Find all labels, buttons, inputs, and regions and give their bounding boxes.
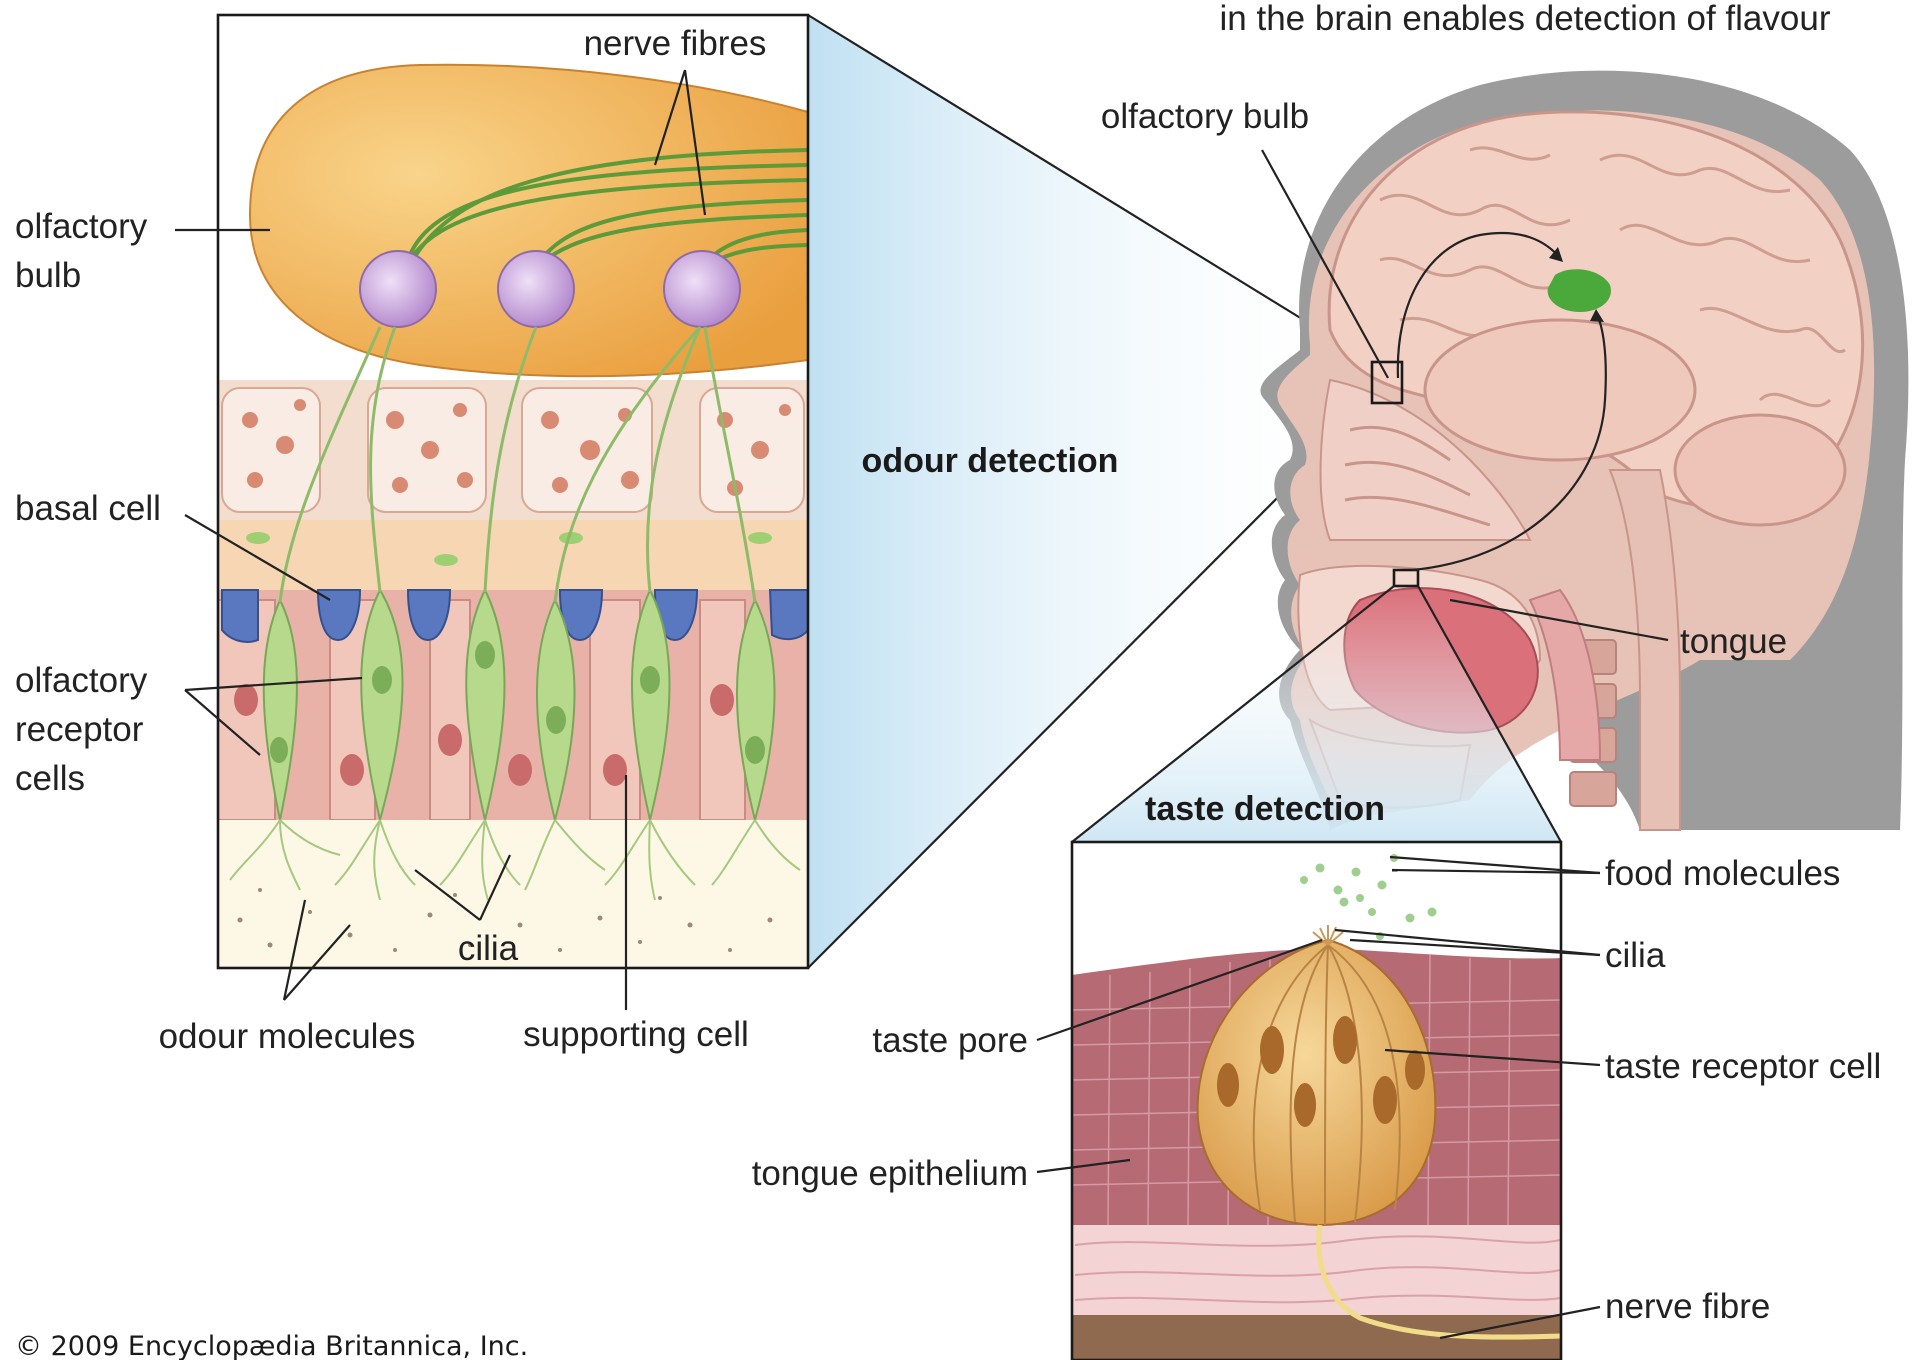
label-cilia-taste: cilia <box>1605 936 1666 975</box>
label-food-molecules: food molecules <box>1605 854 1840 893</box>
bulb-neuron-3 <box>664 251 740 327</box>
label-tongue-epithelium: tongue epithelium <box>752 1154 1028 1193</box>
label-odour-molecules: odour molecules <box>159 1017 416 1056</box>
label-tongue: tongue <box>1680 622 1787 661</box>
bulb-neuron-2 <box>498 251 574 327</box>
temporal-lobe <box>1425 320 1695 460</box>
label-nerve-fibre: nerve fibre <box>1605 1287 1770 1326</box>
taste-detection-title: taste detection <box>1145 790 1385 828</box>
caption-top: in the brain enables detection of flavou… <box>1220 0 1831 38</box>
label-nerve-fibres: nerve fibres <box>584 24 767 63</box>
lamina-propria <box>218 520 808 590</box>
label-taste-receptor-cell: taste receptor cell <box>1605 1047 1881 1086</box>
label-receptor-line1: olfactory <box>15 661 148 700</box>
cerebellum <box>1675 415 1845 525</box>
label-taste-pore: taste pore <box>872 1021 1028 1060</box>
bulb-neuron-1 <box>360 251 436 327</box>
label-receptor-line3: cells <box>15 759 85 798</box>
taste-panel <box>1072 842 1561 1360</box>
odour-detection-title: odour detection <box>862 442 1119 480</box>
label-basal-cell: basal cell <box>15 489 161 528</box>
label-olfactory-bulb-head: olfactory bulb <box>1101 97 1309 136</box>
label-cilia-olfactory: cilia <box>458 929 519 968</box>
label-supporting-cell: supporting cell <box>523 1015 749 1054</box>
olfactory-panel <box>218 15 808 968</box>
copyright-notice: © 2009 Encyclopædia Britannica, Inc. <box>15 1331 528 1360</box>
label-receptor-line2: receptor <box>15 710 144 749</box>
label-olfactory-bulb-line1: olfactory <box>15 207 148 246</box>
label-olfactory-bulb-line2: bulb <box>15 256 81 295</box>
